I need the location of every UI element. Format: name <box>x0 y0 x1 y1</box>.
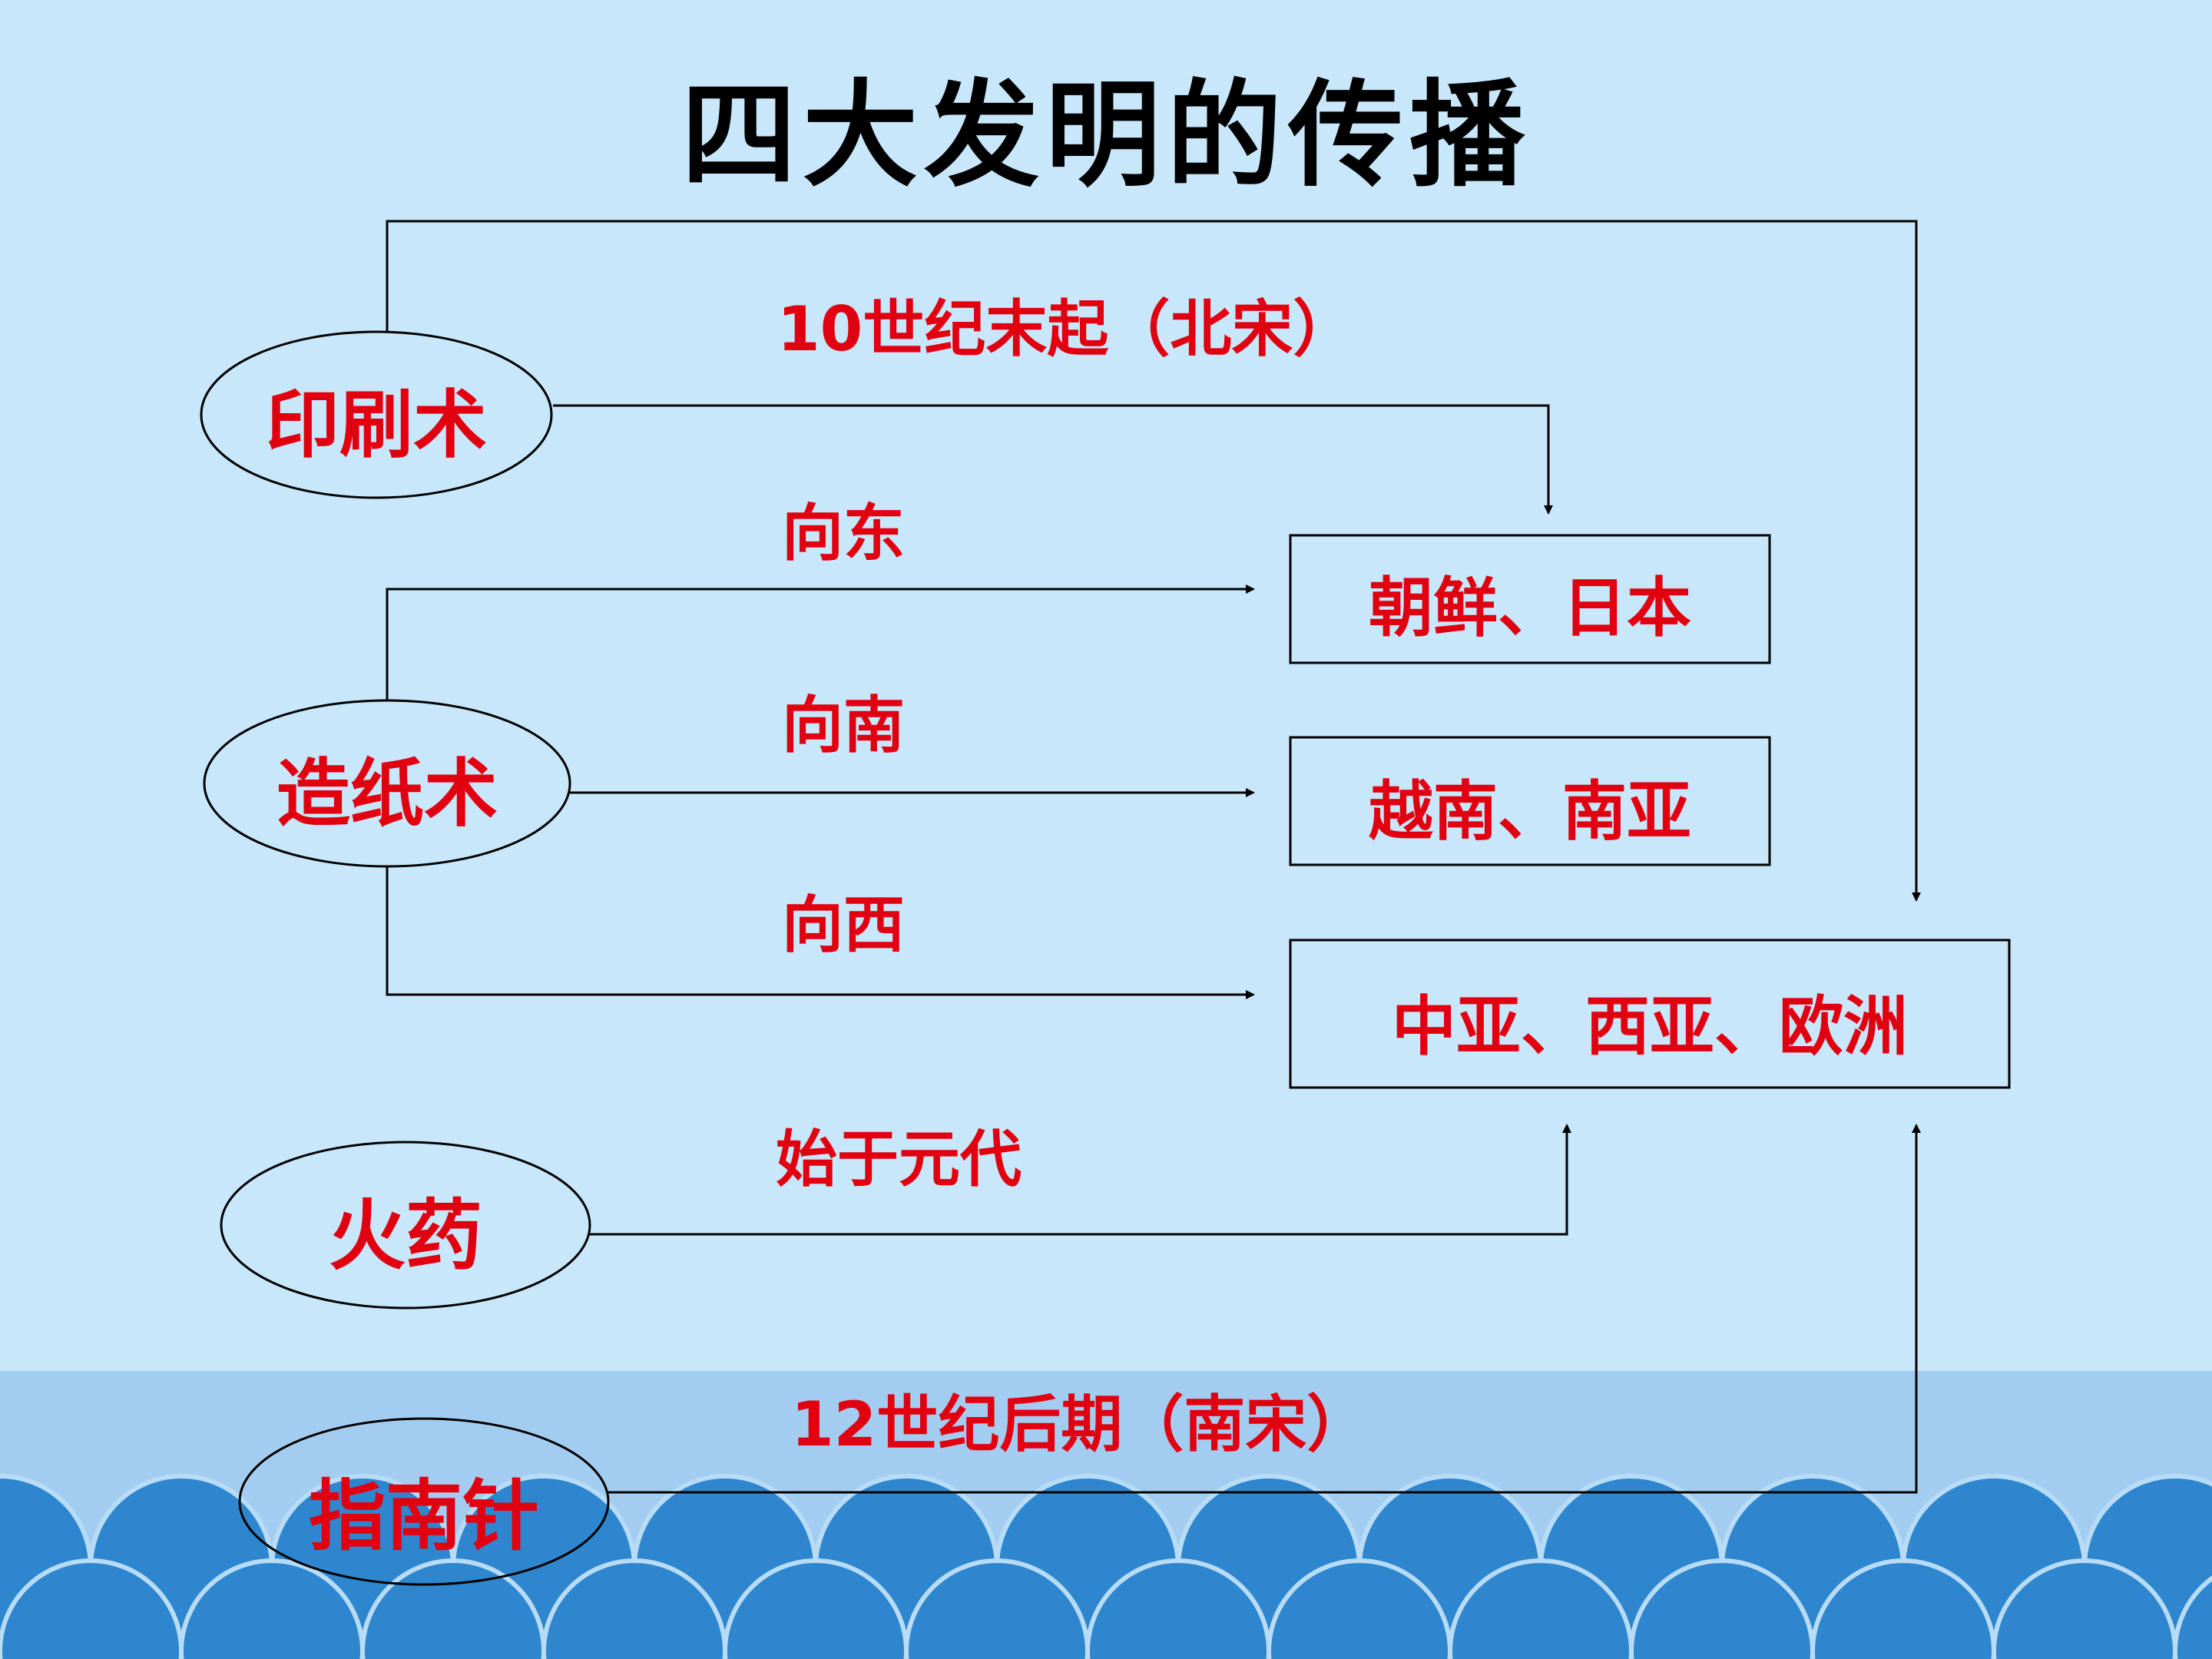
label-korea-japan: 朝鲜、日本 <box>1368 570 1692 646</box>
page-title: 四大发明的传播 <box>680 69 1531 203</box>
label-east: 向东 <box>782 498 905 569</box>
label-west: 向西 <box>782 889 905 961</box>
connector-compass <box>607 1124 1921 1494</box>
connector-printing-west <box>386 220 1921 902</box>
ellipse-papermaking <box>203 699 571 868</box>
label-vietnam-southasia: 越南、南亚 <box>1368 773 1692 849</box>
connector-printing-east <box>553 404 1553 515</box>
ellipse-gunpowder <box>220 1141 591 1310</box>
ellipse-printing <box>200 330 553 499</box>
label-compass: 指南针 <box>309 1471 539 1561</box>
wave-scallop <box>2173 1575 2212 1659</box>
connector-paper-east <box>386 584 1255 700</box>
label-papermaking: 造纸术 <box>276 750 498 837</box>
label-gunpowder-period: 始于元代 <box>776 1124 1022 1195</box>
label-gunpowder: 火药 <box>329 1190 482 1281</box>
label-printing: 印刷术 <box>266 382 487 469</box>
connectors <box>386 220 1921 1494</box>
label-printing-period: 10世纪末起（北宋） <box>777 293 1355 365</box>
connector-paper-west <box>386 866 1255 999</box>
label-compass-period: 12世纪后期（南宋） <box>791 1389 1369 1460</box>
connector-gunpowder <box>589 1124 1571 1236</box>
box-central-west-asia-europe <box>1289 939 2011 1089</box>
ellipse-compass <box>238 1417 610 1586</box>
box-vietnam-southasia <box>1289 736 1771 866</box>
box-korea-japan <box>1289 534 1771 664</box>
label-south: 向南 <box>782 690 905 761</box>
label-central-west-asia-europe: 中亚、西亚、欧洲 <box>1391 988 1909 1065</box>
wave-decoration <box>0 1474 2212 1659</box>
